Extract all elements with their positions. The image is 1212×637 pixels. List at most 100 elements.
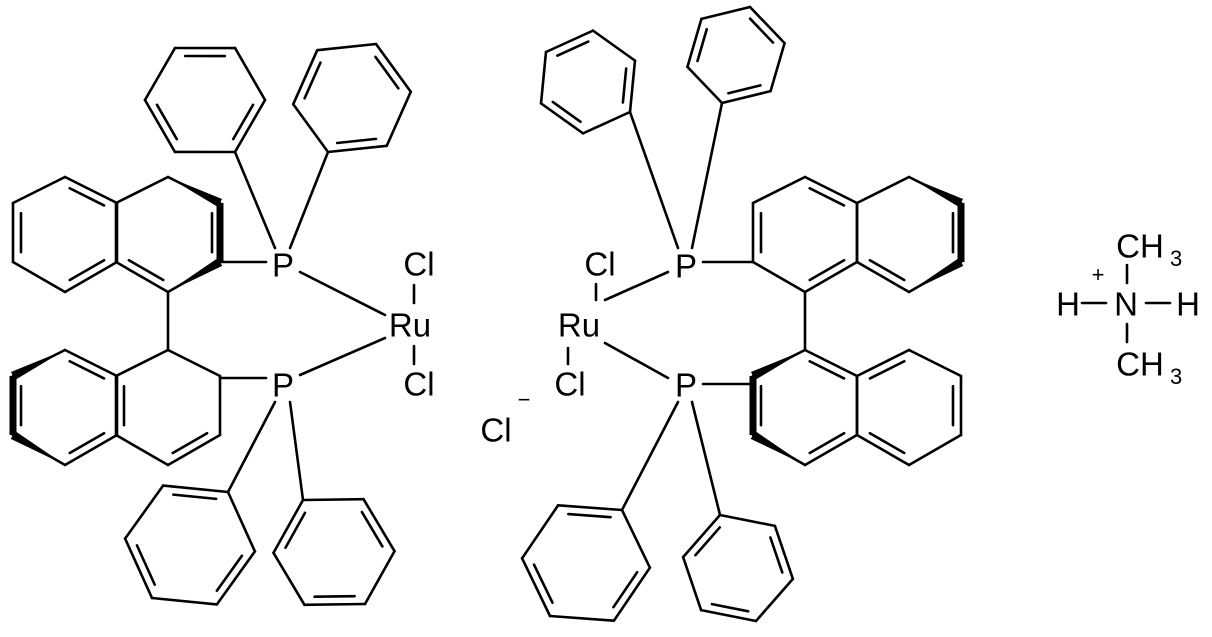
p-phenyl-bond <box>620 400 680 512</box>
right-upper-naph-ring-a-double-bond <box>808 258 846 282</box>
right-phenyl-3-bond <box>620 508 652 569</box>
right-upper-naph-ring-a-double-bond <box>808 186 846 207</box>
right-p-top: P <box>675 248 697 285</box>
left-upper-wedge-a <box>168 177 223 208</box>
right-lower-wedge-a <box>750 350 805 381</box>
left-phenyl-1-bond <box>143 98 177 154</box>
right-phenyl-4-bond <box>681 513 722 559</box>
left-phenyl-4-bond <box>272 551 306 607</box>
left-phenyl-4-bond <box>301 497 365 502</box>
left-phenyl-2-bond <box>326 144 389 154</box>
left-phenyl-3-bond <box>226 490 257 553</box>
right-phenyl-3-double-bond <box>612 570 639 609</box>
left-upper-naph-ring-a-bond <box>63 175 119 205</box>
right-lower-naph-ring-b-double-bond <box>868 359 906 380</box>
right-lower-naph-ring-b-bond <box>855 433 911 467</box>
right-lower-naph-ring-b-bond <box>907 433 963 467</box>
right-phenyl-2-bond <box>720 89 772 105</box>
p-phenyl-bond <box>226 400 277 494</box>
right-upper-naph-ring-a-bond <box>803 260 859 294</box>
left-phenyl-3-bond <box>150 596 219 606</box>
right-ru: Ru <box>558 307 600 344</box>
ammonium-n: N <box>1114 286 1138 323</box>
left-cl-bottom: Cl <box>403 366 434 403</box>
p-phenyl-bond <box>288 400 305 502</box>
right-phenyl-2-bond <box>700 5 752 21</box>
left-upper-naph-ring-b-bond <box>114 175 170 205</box>
left-lower-naph-ring-a-double-bond <box>68 431 106 455</box>
right-upper-wedge-b <box>909 258 964 292</box>
left-phenyl-1-bond <box>143 46 177 102</box>
right-phenyl-1-bond <box>628 59 637 114</box>
right-phenyl-2-bond <box>686 65 724 105</box>
right-lower-naph-ring-a-double-bond <box>808 359 846 380</box>
left-phenyl-1-bond <box>233 46 267 102</box>
right-phenyl-1-double-bond <box>621 67 628 104</box>
right-lower-wedge-b <box>750 431 805 465</box>
right-phenyl-4-bond <box>681 555 703 612</box>
chloride-anion: Cl <box>480 412 511 449</box>
left-phenyl-4-bond <box>362 497 396 553</box>
left-lower-naph-ring-a-bond <box>63 433 119 467</box>
methyl-bottom: CH <box>1116 346 1164 383</box>
right-phenyl-3-bond <box>612 566 652 622</box>
left-upper-naph-ring-a-bond <box>63 260 119 294</box>
right-cl-bottom: Cl <box>554 366 585 403</box>
left-phenyl-2-double-bond <box>374 55 400 90</box>
right-phenyl-4-bond <box>718 513 777 528</box>
left-phenyl-4-bond <box>363 549 396 606</box>
left-phenyl-1-bond <box>233 98 267 154</box>
left-phenyl-4-bond <box>272 498 305 555</box>
right-p-ru-bond <box>603 341 670 380</box>
left-phenyl-3-bond <box>161 484 230 494</box>
left-phenyl-3-bond <box>123 537 154 600</box>
right-phenyl-4-double-bond <box>769 536 784 574</box>
right-phenyl-3-double-bond <box>567 512 612 519</box>
left-phenyl-2-bond <box>315 42 378 52</box>
right-upper-naph-ring-a-bond <box>751 260 807 294</box>
left-phenyl-4-bond <box>303 602 367 607</box>
right-phenyl-4-double-bond <box>694 526 722 557</box>
left-lower-naph-ring-b-bond <box>114 348 170 378</box>
right-lower-naph-ring-b-bond <box>907 348 963 378</box>
left-p-ru-bond <box>298 336 387 377</box>
right-phenyl-3-bond <box>520 557 552 618</box>
right-phenyl-2-double-bond <box>727 84 762 95</box>
left-phenyl-1-double-bond <box>155 103 179 141</box>
left-ru: Ru <box>389 307 431 344</box>
left-phenyl-2-bond <box>374 42 413 94</box>
right-phenyl-3-bond <box>520 504 560 560</box>
right-phenyl-4-bond <box>699 608 758 623</box>
left-phenyl-3-bond <box>215 550 257 606</box>
right-phenyl-4-double-bond <box>710 602 750 613</box>
wedge-bonds <box>9 177 965 465</box>
ammonium-charge: + <box>1092 262 1105 287</box>
left-cl-top: Cl <box>403 246 434 283</box>
right-phenyl-1-bond <box>591 29 637 62</box>
methyl-top: CH <box>1116 228 1164 265</box>
ammonium-h-left: H <box>1056 286 1080 323</box>
left-phenyl-2-double-bond <box>303 61 322 100</box>
left-p-top: P <box>272 247 294 284</box>
right-phenyl-1-bond <box>544 29 595 54</box>
left-phenyl-3-double-bond <box>135 544 157 586</box>
left-lower-naph-ring-a-bond <box>63 348 119 378</box>
right-phenyl-2-bond <box>686 17 703 69</box>
left-lower-wedge-b <box>10 431 65 465</box>
methyl-top-subscript: 3 <box>1170 246 1182 271</box>
right-p-ru-bond <box>603 270 670 302</box>
left-p-ru-bond <box>298 270 387 317</box>
right-phenyl-2-double-bond <box>696 27 709 63</box>
left-phenyl-3-double-bond <box>215 554 244 593</box>
p-phenyl-bond <box>690 101 724 250</box>
left-phenyl-4-double-bond <box>313 594 356 599</box>
p-phenyl-bond <box>690 400 722 517</box>
right-upper-naph-ring-a-bond <box>803 175 859 205</box>
left-lower-naph-ring-b-bond <box>166 348 222 378</box>
left-phenyl-2-bond <box>291 102 330 154</box>
left-lower-naph-ring-b-bond <box>166 433 222 467</box>
left-upper-naph-ring-a-bond <box>11 260 67 294</box>
ammonium-h-right: H <box>1176 286 1200 323</box>
p-phenyl-bond <box>628 110 680 250</box>
